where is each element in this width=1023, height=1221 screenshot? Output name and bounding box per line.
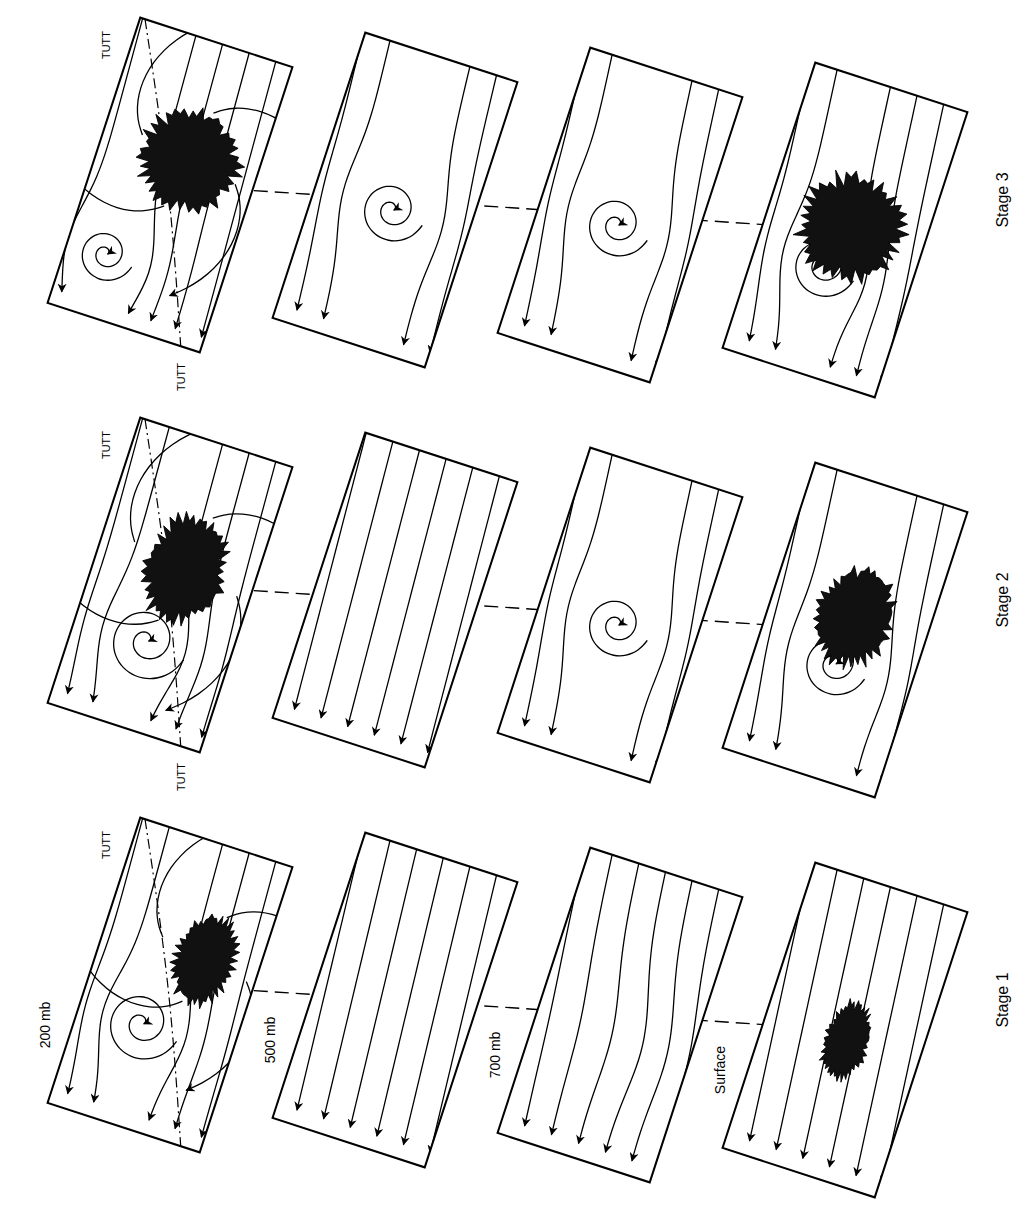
- panel-frame: [498, 48, 743, 383]
- streamline: [603, 866, 726, 1161]
- label-text: Stage 1: [994, 970, 1011, 1029]
- vertical-axis-line: [170, 185, 845, 230]
- streamline: [576, 857, 701, 1153]
- label-text: TUTT: [100, 829, 112, 861]
- streamline: [384, 453, 494, 744]
- streamline: [498, 448, 618, 726]
- streamline: [407, 861, 517, 1154]
- streamline: [274, 33, 390, 310]
- level-panel: [491, 831, 750, 1183]
- cyclone-spiral: [102, 990, 186, 1069]
- panel-frame: [273, 33, 518, 368]
- streamline: [603, 66, 724, 361]
- trough-axis: [52, 819, 273, 1146]
- panel-frame: [723, 463, 968, 798]
- streamline: [301, 33, 416, 319]
- level-label: 700 mb: [486, 1030, 504, 1081]
- streamline: [304, 433, 414, 718]
- level-panel: [270, 17, 523, 367]
- label-text: TUTT: [100, 429, 112, 461]
- panel-frame: [498, 848, 743, 1183]
- panel-frame: [498, 448, 743, 783]
- streamline: [629, 475, 742, 770]
- level-panel: [716, 46, 975, 398]
- outflow-streamline: [61, 941, 190, 1017]
- level-label: 500 mb: [261, 1015, 279, 1066]
- streamline: [327, 835, 443, 1128]
- vertical-axis-line: [170, 585, 845, 630]
- streamline: [381, 852, 497, 1145]
- streamline: [523, 48, 644, 335]
- panel-frame: [723, 63, 968, 398]
- cyclone-spiral: [357, 180, 431, 249]
- level-panel: [491, 431, 750, 783]
- label-text: 500 mb: [262, 1015, 278, 1066]
- label-text: TUTT: [100, 29, 112, 61]
- streamline: [381, 52, 498, 345]
- cloud-mass: [122, 92, 259, 228]
- streamline: [54, 418, 160, 694]
- level-panel: [491, 31, 750, 383]
- label-text: Stage 3: [994, 170, 1011, 229]
- panel-frame: [48, 418, 293, 753]
- stage-label: Stage 1: [994, 970, 1012, 1029]
- streamline: [75, 818, 186, 1103]
- level-panel: [273, 418, 523, 767]
- level-panel: [270, 817, 523, 1167]
- trough-label: TUTT: [96, 29, 114, 61]
- streamline: [274, 833, 390, 1110]
- streamline: [407, 61, 517, 354]
- level-panel: [716, 846, 975, 1198]
- streamline: [774, 864, 895, 1159]
- cyclone-spiral: [582, 195, 656, 264]
- streamline: [854, 890, 967, 1185]
- panel-frame: [48, 818, 293, 1153]
- streamline: [301, 833, 417, 1119]
- label-text: Surface: [712, 1044, 728, 1096]
- cloud-mass: [127, 503, 244, 637]
- panel-frame: [48, 18, 293, 353]
- cyclone-spiral: [76, 228, 139, 287]
- streamline: [629, 75, 742, 370]
- streamline: [498, 848, 618, 1126]
- trough-axis: [52, 419, 273, 746]
- trough-label: TUTT: [96, 429, 114, 461]
- level-label: Surface: [711, 1044, 729, 1096]
- panel-frame: [273, 433, 518, 768]
- level-label: 200 mb: [36, 1000, 54, 1051]
- panel-frame: [273, 833, 518, 1168]
- label-text: TUTT: [175, 761, 187, 793]
- streamline: [357, 444, 467, 735]
- label-text: 700 mb: [487, 1030, 503, 1081]
- streamline: [498, 48, 618, 326]
- trough-label: TUTT: [171, 361, 189, 393]
- streamline: [523, 448, 644, 735]
- trough-axis: [52, 19, 273, 346]
- cyclone-spiral: [582, 595, 656, 664]
- label-text: TUTT: [175, 361, 187, 393]
- streamline: [603, 466, 724, 761]
- cloud-mass: [811, 994, 882, 1088]
- label-text: 200 mb: [37, 1000, 53, 1051]
- streamline: [354, 843, 470, 1136]
- stage-label: Stage 3: [994, 170, 1012, 229]
- cloud-mass: [782, 158, 922, 297]
- streamline: [54, 818, 161, 1094]
- streamline: [410, 462, 517, 753]
- streamline: [801, 872, 922, 1167]
- label-text: Stage 2: [994, 570, 1011, 629]
- trough-label: TUTT: [171, 761, 189, 793]
- cloud-mass: [798, 554, 909, 680]
- level-panel: [716, 446, 975, 798]
- stage-label: Stage 2: [994, 570, 1012, 629]
- streamline: [629, 875, 742, 1170]
- streamline: [277, 433, 387, 710]
- trough-label: TUTT: [96, 829, 114, 861]
- panel-frame: [723, 863, 968, 1198]
- cloud-mass: [158, 904, 251, 1016]
- streamline: [331, 436, 441, 727]
- streamline: [723, 863, 843, 1141]
